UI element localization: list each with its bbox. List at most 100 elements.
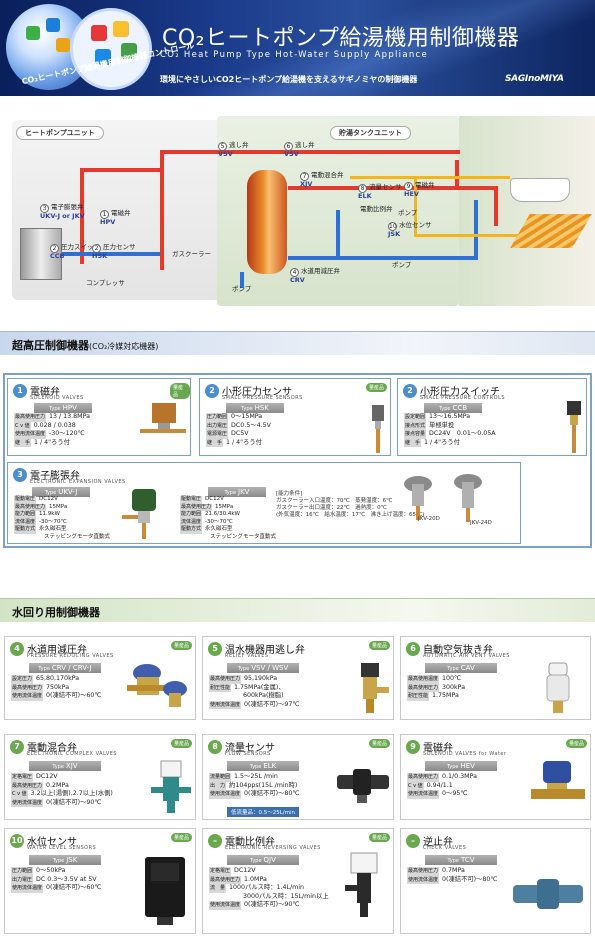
valve-body bbox=[462, 482, 474, 508]
relief-valve-image bbox=[361, 663, 389, 713]
cold-pipe bbox=[288, 256, 478, 260]
spec-value: 13 / 13.8MPa bbox=[49, 413, 90, 420]
type-value: CCB bbox=[452, 404, 468, 412]
card-number: – bbox=[208, 834, 222, 848]
diagram-label-pump3: ポンプ bbox=[392, 261, 412, 269]
spec-key: 使用流体温度 bbox=[407, 790, 440, 799]
card-number: 4 bbox=[10, 642, 24, 656]
pressure-switch-image bbox=[567, 401, 581, 453]
type-value: ELK bbox=[263, 762, 277, 770]
card-subtitle: SMALL PRESSURE SENSORS bbox=[222, 395, 303, 401]
product-card-xjv[interactable]: 7 電動混合弁 ELECTRONIC COMPLEX VALVES 量産品 Ty… bbox=[4, 734, 196, 820]
spec-value: 0.1/0.3MPa bbox=[442, 773, 477, 780]
label-jp: 流量センサ bbox=[369, 183, 402, 191]
card-number: – bbox=[406, 834, 420, 848]
product-card-crv[interactable]: 4 水道用減圧弁 PRESSURE REDUCING VALVES 量産品 Ty… bbox=[4, 636, 196, 720]
label-jp: 逃し弁 bbox=[295, 141, 315, 149]
spec-key: 駆動電圧 bbox=[14, 496, 37, 504]
spec-value: 100℃ bbox=[442, 675, 462, 682]
spec-value: 300kPa bbox=[442, 683, 466, 691]
sensor-housing bbox=[353, 769, 371, 795]
logo-tile bbox=[95, 49, 111, 65]
spec-key: 流体温度 bbox=[14, 518, 37, 527]
product-card-expansion-valve[interactable]: 3 電子膨張弁 ELECTRONIC EXPANSION VALVES Type… bbox=[7, 462, 521, 544]
spec-value: 1.5〜25L /min bbox=[234, 773, 278, 780]
note-line: (外気温度：16℃ 給水温度：17℃ 沸き上げ温度：65℃) bbox=[276, 512, 425, 518]
diagram-label-pump2: ポンプ bbox=[398, 209, 418, 217]
diagram-label-qjv: 電動比例弁 bbox=[360, 205, 393, 213]
product-card-hev[interactable]: 9 電磁弁 SOLENOID VALVES for Water 量産品 Type… bbox=[400, 734, 591, 820]
mix-pipe bbox=[414, 234, 534, 237]
switch-head bbox=[567, 401, 581, 415]
valve-pipe bbox=[345, 885, 359, 891]
diagram-label-compressor: コンプレッサ bbox=[86, 279, 125, 287]
label-en: HEV bbox=[404, 190, 419, 198]
spec-value: 永久磁石型 bbox=[39, 526, 67, 533]
spec-key: 駆動方式 bbox=[180, 526, 203, 534]
spec-value: 約104pps(15L /min時) bbox=[229, 781, 298, 789]
diagram-label-gascooler: ガスクーラー bbox=[172, 250, 211, 258]
water-level-sensor-image bbox=[145, 857, 185, 925]
spec-key: 使用流体温度 bbox=[209, 790, 242, 799]
label-jp: 水位センサ bbox=[399, 221, 432, 229]
logo-tile bbox=[91, 25, 107, 41]
spec-value: 0.94/1.1 bbox=[426, 781, 453, 789]
valve-body bbox=[363, 677, 377, 699]
card-title: 自動空気抜き弁 bbox=[423, 645, 493, 656]
capacity-conditions: [能力条件] ガスクーラー入口温度：70℃ 蒸発温度：6℃ ガスクーラー出口温度… bbox=[276, 491, 424, 519]
section-title-text: 超高圧制御機器 bbox=[12, 339, 89, 352]
product-card-hsk[interactable]: 2 小形圧力センサ SMALL PRESSURE SENSORS 量産品 Typ… bbox=[199, 378, 391, 456]
type-value: TCV bbox=[460, 856, 475, 864]
product-card-qjv[interactable]: – 電動比例弁 ELECTRONIC REVERSING VALVES 量産品 … bbox=[202, 828, 394, 934]
cold-pipe bbox=[60, 252, 160, 256]
spec-key: 圧力範囲 bbox=[11, 867, 34, 876]
card-title: 電磁弁 bbox=[30, 387, 60, 398]
card-number: 2 bbox=[403, 384, 417, 398]
cold-pipe bbox=[474, 200, 478, 260]
card-subtitle: ELECTRONIC REVERSING VALVES bbox=[225, 845, 321, 851]
valve-pipe bbox=[531, 789, 585, 799]
spec-key: 耐圧性能 bbox=[209, 683, 232, 693]
card-number: 1 bbox=[13, 384, 27, 398]
spec-key: 能力範囲 bbox=[180, 511, 203, 519]
valve-body bbox=[169, 693, 181, 707]
spec-key: 使用流体温度 bbox=[209, 901, 242, 910]
spec-key: 最高使用圧力 bbox=[11, 683, 44, 693]
actuator bbox=[160, 760, 182, 778]
spec-key: 最高使用圧力 bbox=[180, 503, 213, 512]
spec-key: 設定範囲 bbox=[404, 413, 427, 422]
header-streak bbox=[150, 0, 595, 96]
mass-production-badge: 量産品 bbox=[369, 641, 391, 650]
spec-key: 定格電圧 bbox=[11, 773, 34, 782]
spec-key: 駆動電圧 bbox=[180, 496, 203, 504]
spec-key: 最高使用温度 bbox=[407, 675, 440, 684]
spec-key: 定格電圧 bbox=[209, 867, 232, 876]
card-number: 9 bbox=[406, 740, 420, 754]
switch-tube bbox=[572, 425, 576, 453]
spec-key: 使用流体温度 bbox=[11, 884, 44, 893]
spec-value: 750kPa bbox=[46, 683, 70, 691]
label-jp: 電磁弁 bbox=[111, 209, 131, 217]
spec-key: 最高使用圧力 bbox=[11, 781, 44, 791]
card-title: 電動比例弁 bbox=[225, 837, 275, 848]
spec-key: 継 手 bbox=[206, 438, 224, 448]
product-card-cav[interactable]: 6 自動空気抜き弁 AUTOMATIC AIR VENT VALVES Type… bbox=[400, 636, 591, 720]
card-subtitle: RELIEF VALVES bbox=[225, 653, 269, 659]
spec-value: 永久磁石型 bbox=[205, 526, 233, 533]
mass-production-badge: 量産品 bbox=[566, 739, 588, 748]
